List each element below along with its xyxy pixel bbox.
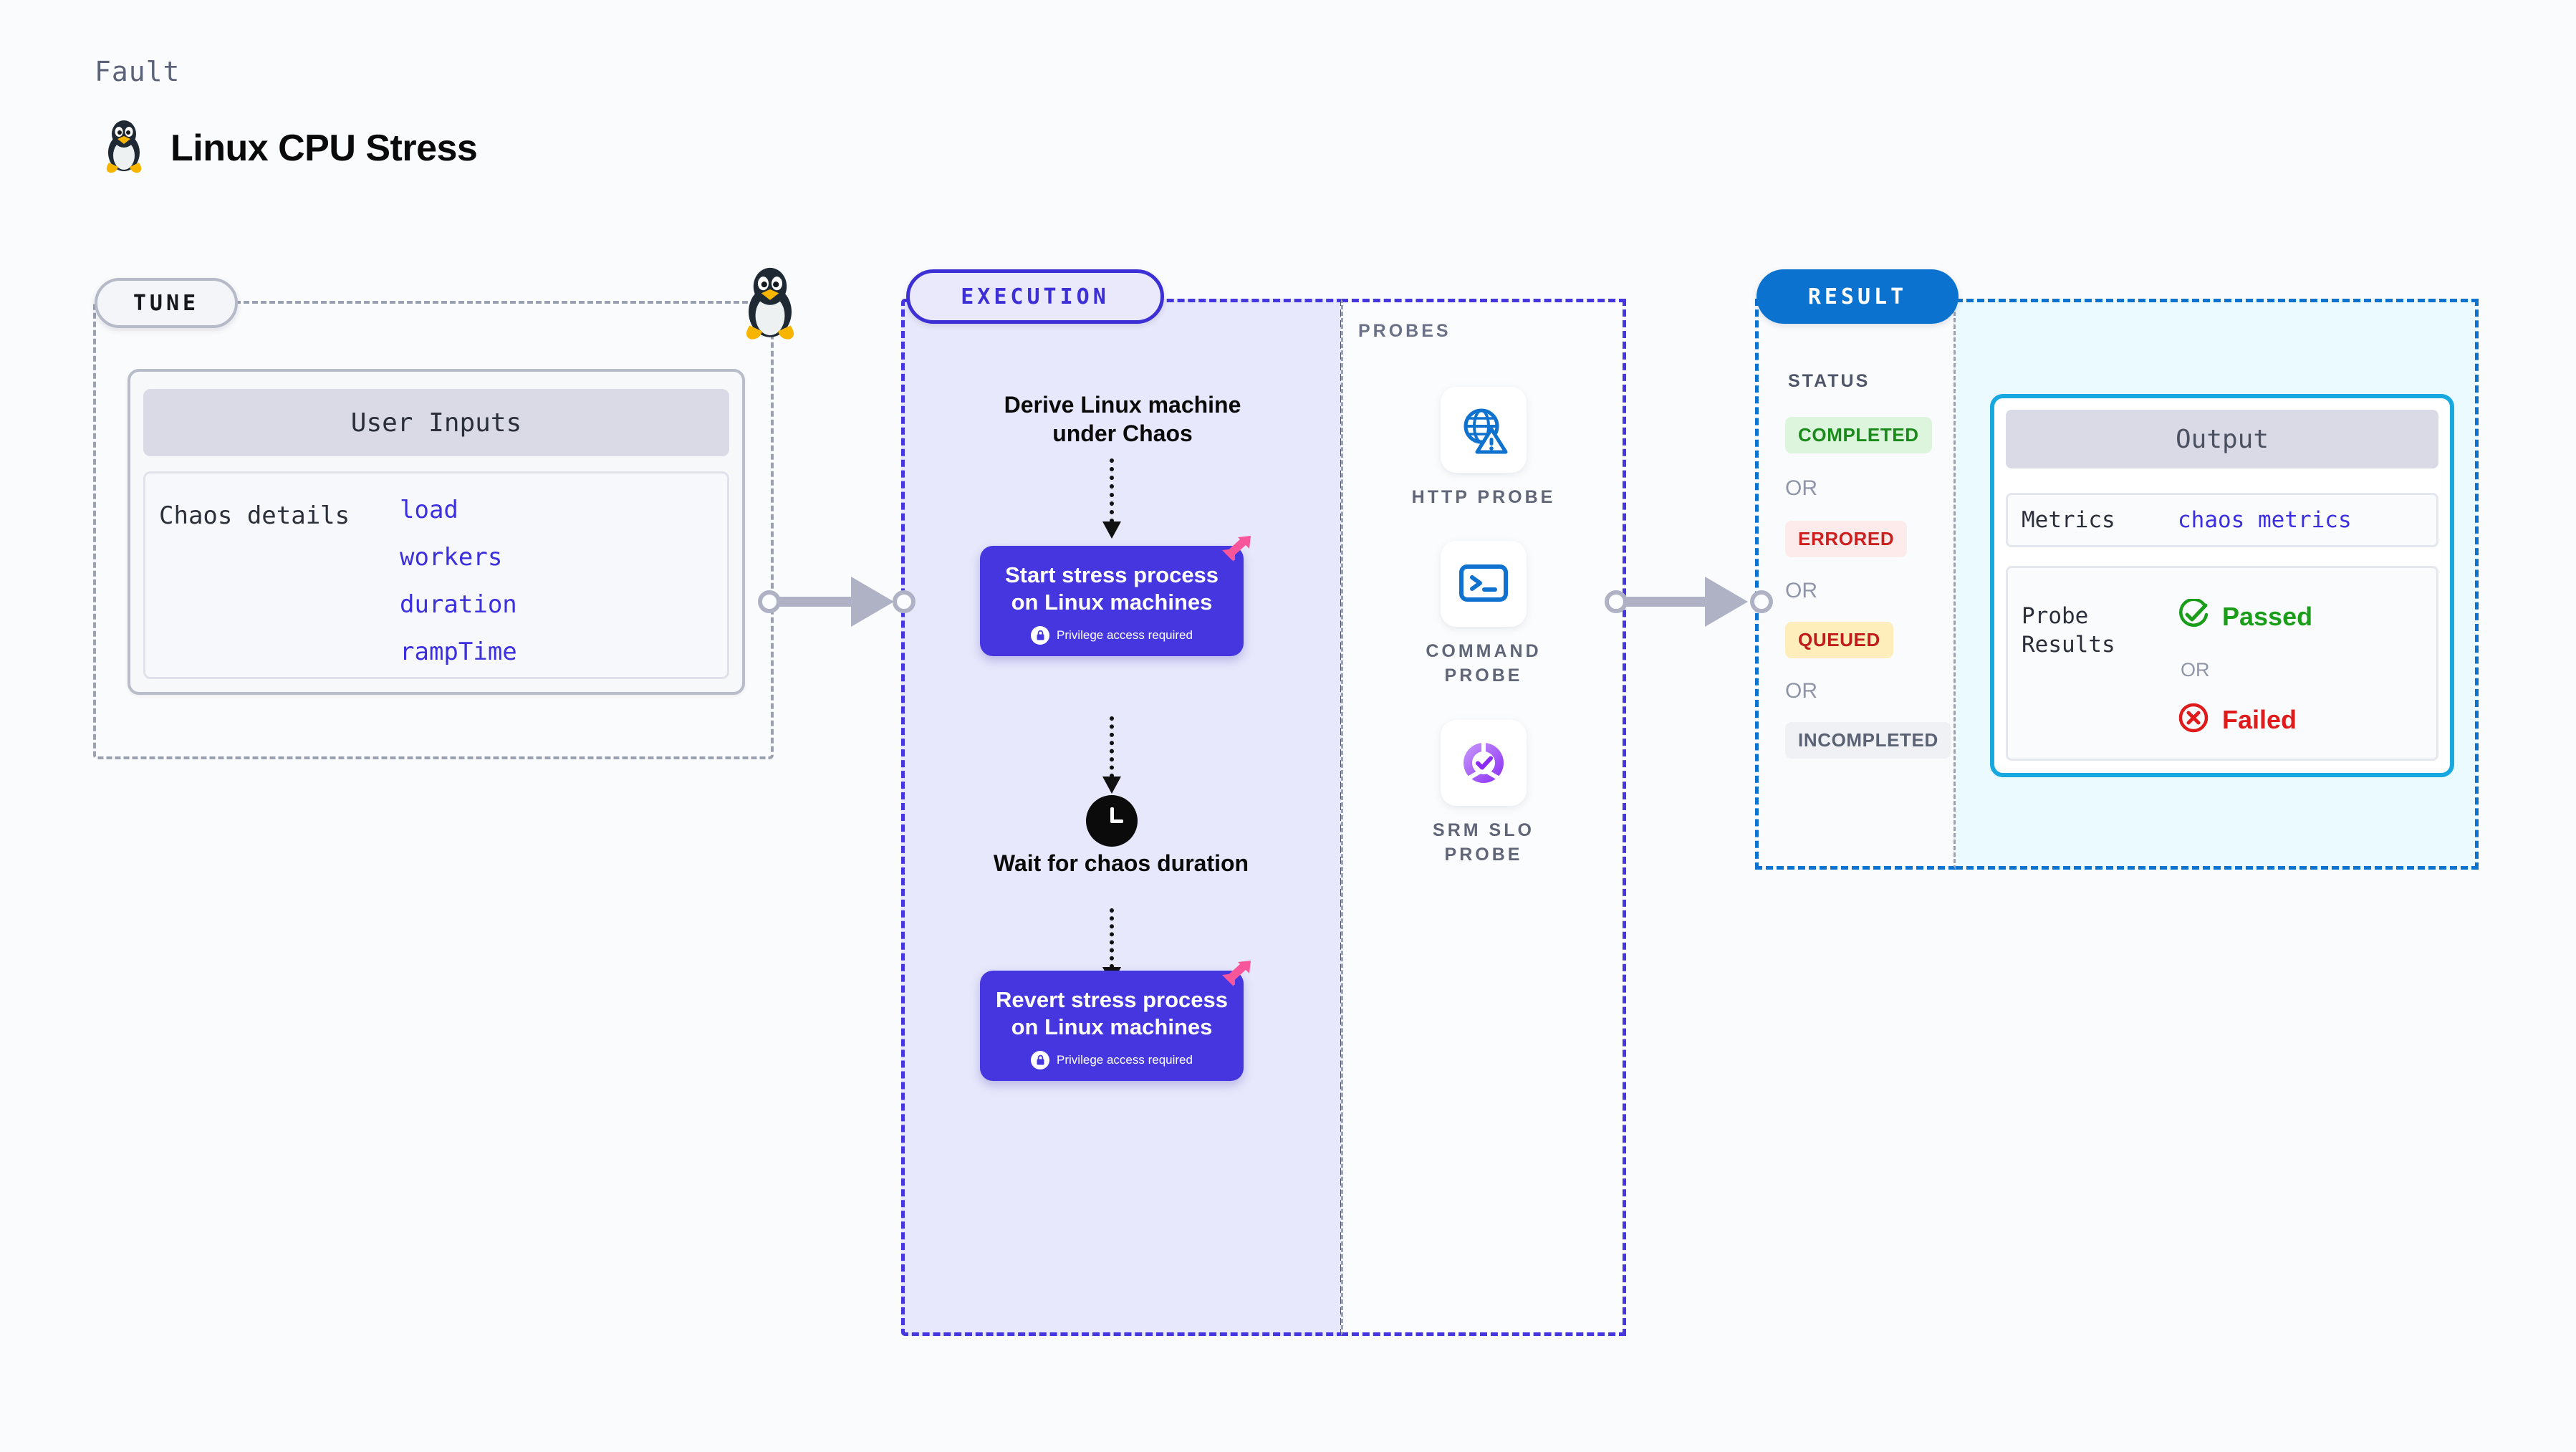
metrics-label: Metrics — [2022, 507, 2115, 533]
probe-verdict-failed: Failed — [2178, 702, 2297, 737]
x-circle-icon — [2178, 702, 2209, 737]
terminal-icon — [1441, 541, 1527, 627]
tune-param-ramptime[interactable]: rampTime — [400, 638, 517, 666]
tune-param-workers[interactable]: workers — [400, 543, 503, 572]
probe-item-http[interactable]: HTTP PROBE — [1390, 387, 1577, 510]
arrow-start-to-wait — [1102, 716, 1121, 794]
status-label: STATUS — [1788, 371, 1870, 391]
lock-icon — [1031, 1050, 1050, 1069]
status-badge-incompleted: INCOMPLETED — [1785, 722, 1951, 759]
connector-tune-to-execution — [758, 569, 915, 634]
harness-logo-icon — [1211, 956, 1255, 998]
status-section-container — [1755, 299, 1956, 870]
chaos-details-label: Chaos details — [159, 501, 350, 530]
connector-dot-left — [1605, 590, 1628, 613]
tune-param-duration[interactable]: duration — [400, 590, 517, 619]
wait-duration-label: Wait for chaos duration — [993, 850, 1249, 876]
globe-warning-icon — [1441, 387, 1527, 473]
tune-section-container — [93, 301, 774, 759]
fault-kind-label: Fault — [95, 56, 181, 87]
probe-item-srm-slo[interactable]: SRM SLO PROBE — [1390, 720, 1577, 867]
probe-results-row — [2006, 566, 2438, 761]
lock-icon — [1031, 625, 1050, 645]
probe-results-label: Probe Results — [2022, 603, 2115, 658]
output-card-header: Output — [2006, 410, 2438, 468]
metrics-value[interactable]: chaos metrics — [2178, 507, 2352, 533]
tune-param-load[interactable]: load — [400, 496, 458, 524]
status-badge-completed: COMPLETED — [1785, 417, 1932, 453]
probe-verdict-passed: Passed — [2178, 597, 2313, 634]
status-badge-queued: QUEUED — [1785, 622, 1893, 658]
probe-verdict-or: OR — [2181, 659, 2210, 681]
status-or-3: OR — [1785, 679, 1817, 703]
status-badge-errored: ERRORED — [1785, 521, 1908, 557]
probe-caption-srm-slo: SRM SLO PROBE — [1433, 820, 1534, 865]
passed-label: Passed — [2222, 601, 2313, 631]
start-stress-action-box[interactable]: Start stress process on Linux machines P… — [980, 546, 1244, 656]
check-circle-icon — [2178, 597, 2209, 634]
failed-label: Failed — [2222, 704, 2297, 734]
result-badge[interactable]: RESULT — [1756, 269, 1959, 324]
execution-badge[interactable]: EXECUTION — [906, 269, 1164, 324]
clock-icon — [1086, 795, 1138, 847]
connector-dot-right — [893, 590, 915, 613]
page-title: Linux CPU Stress — [170, 127, 478, 169]
connector-dot-right — [1750, 590, 1773, 613]
chaos-details-panel — [143, 471, 729, 679]
revert-stress-title: Revert stress process on Linux machines — [996, 987, 1228, 1039]
probe-caption-command: COMMAND PROBE — [1426, 641, 1542, 686]
arrow-derive-to-start — [1102, 458, 1121, 539]
fault-title-row: Linux CPU Stress — [100, 118, 478, 178]
revert-stress-privilege-note: Privilege access required — [1057, 1052, 1193, 1067]
connector-dot-left — [758, 590, 781, 613]
start-stress-privilege-row: Privilege access required — [993, 625, 1231, 645]
connector-execution-to-result — [1605, 569, 1773, 634]
start-stress-title: Start stress process on Linux machines — [1004, 562, 1219, 615]
derive-machine-step: Derive Linux machine under Chaos — [1004, 392, 1241, 446]
status-or-1: OR — [1785, 476, 1817, 500]
user-inputs-header: User Inputs — [143, 389, 729, 456]
probe-caption-http: HTTP PROBE — [1411, 487, 1556, 507]
revert-stress-privilege-row: Privilege access required — [993, 1050, 1231, 1069]
status-or-2: OR — [1785, 579, 1817, 602]
probe-item-command[interactable]: COMMAND PROBE — [1390, 541, 1577, 688]
metrics-row — [2006, 493, 2438, 547]
harness-logo-icon — [1211, 532, 1255, 573]
linux-penguin-icon — [100, 118, 148, 178]
start-stress-privilege-note: Privilege access required — [1057, 628, 1193, 642]
tune-badge[interactable]: TUNE — [95, 278, 238, 328]
slo-donut-check-icon — [1441, 720, 1527, 806]
probes-label: PROBES — [1358, 321, 1451, 341]
tune-border-penguin-icon — [738, 264, 802, 342]
revert-stress-action-box[interactable]: Revert stress process on Linux machines … — [980, 971, 1244, 1081]
